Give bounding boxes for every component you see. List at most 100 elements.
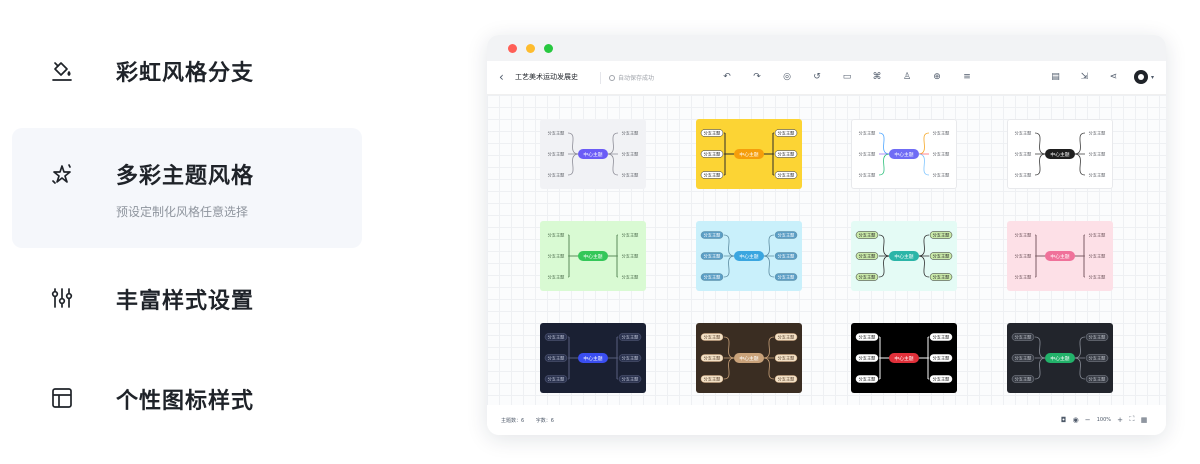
- feature-item-rainbow[interactable]: 彩虹风格分支: [12, 40, 362, 100]
- branch-node-label: 分支主题: [778, 334, 796, 341]
- branch-node-label: 分支主题: [933, 334, 951, 341]
- branch-line: [568, 337, 579, 380]
- share-icon[interactable]: ⋖: [1109, 72, 1118, 82]
- eye-icon[interactable]: ◉: [1072, 415, 1079, 424]
- branch-node-bg: [700, 129, 724, 137]
- branch-node-label: 分支主题: [1089, 151, 1107, 158]
- center-node: [578, 353, 608, 363]
- branch-node-label: 分支主题: [1015, 253, 1033, 260]
- export-icon[interactable]: ⇲: [1080, 72, 1089, 82]
- branch-node-label: 分支主题: [933, 151, 951, 158]
- branch-line: [607, 337, 618, 380]
- back-icon[interactable]: ‹: [499, 70, 504, 84]
- theme-thumbnail[interactable]: 分支主题分支主题分支主题分支主题分支主题分支主题中心主题: [696, 323, 802, 393]
- outline-icon[interactable]: ≡: [963, 72, 971, 82]
- feature-item-themes[interactable]: 多彩主题风格 预设定制化风格任意选择: [12, 128, 362, 248]
- branch-node-bg: [1011, 375, 1035, 383]
- branch-node-label: 分支主题: [778, 274, 796, 281]
- branch-node-bg: [929, 273, 953, 281]
- fit-screen-icon[interactable]: ⛶: [1129, 415, 1135, 423]
- zoom-level[interactable]: 100%: [1096, 416, 1111, 423]
- branch-node-bg: [774, 171, 798, 179]
- lock-icon[interactable]: ◘: [1060, 415, 1067, 424]
- center-node-label: 中心主题: [583, 151, 602, 158]
- theme-thumbnail[interactable]: 分支主题分支主题分支主题分支主题分支主题分支主题中心主题: [540, 119, 646, 189]
- avatar[interactable]: [1133, 70, 1148, 84]
- branch-node-label: 分支主题: [778, 355, 796, 362]
- theme-thumbnail[interactable]: 分支主题分支主题分支主题分支主题分支主题分支主题中心主题: [540, 221, 646, 291]
- branch-node-bg: [700, 171, 724, 179]
- theme-thumbnail[interactable]: 分支主题分支主题分支主题分支主题分支主题分支主题中心主题: [696, 119, 802, 189]
- relation-icon[interactable]: ↺: [813, 72, 821, 82]
- branch-node-bg: [929, 375, 953, 383]
- branch-line: [1073, 336, 1086, 359]
- branch-node-label: 分支主题: [1089, 253, 1107, 260]
- frame-icon[interactable]: ⌘: [872, 72, 882, 82]
- branch-node-bg: [1085, 354, 1109, 362]
- branch-node-label: 分支主题: [1089, 355, 1107, 362]
- topic-count: 主题数：6: [501, 418, 525, 424]
- branch-node-bg: [544, 354, 568, 362]
- branch-node-bg: [700, 333, 724, 341]
- undo-icon[interactable]: ↶: [723, 72, 731, 82]
- branch-node-bg: [618, 375, 642, 383]
- theme-thumbnail[interactable]: 分支主题分支主题分支主题分支主题分支主题分支主题中心主题: [851, 323, 957, 393]
- branch-node-bg: [774, 375, 798, 383]
- theme-thumbnail[interactable]: 分支主题分支主题分支主题分支主题分支主题分支主题中心主题: [851, 221, 957, 291]
- redo-icon[interactable]: ↷: [753, 72, 761, 82]
- style-icon[interactable]: ◎: [783, 72, 791, 82]
- branch-node-label: 分支主题: [704, 172, 722, 179]
- theme-thumbnail[interactable]: 分支主题分支主题分支主题分支主题分支主题分支主题中心主题: [851, 119, 957, 189]
- zoom-in-icon[interactable]: +: [1117, 415, 1123, 424]
- center-node: [578, 149, 608, 159]
- branch-line: [762, 255, 775, 278]
- maximize-window-button[interactable]: [544, 44, 553, 53]
- chevron-down-icon[interactable]: ▾: [1150, 73, 1154, 81]
- branch-line: [1034, 132, 1047, 155]
- theme-thumbnail[interactable]: 分支主题分支主题分支主题分支主题分支主题分支主题中心主题: [696, 221, 802, 291]
- branch-node-label: 分支主题: [778, 232, 796, 239]
- minimize-window-button[interactable]: [526, 44, 535, 53]
- structure-icon[interactable]: ♙: [902, 72, 912, 82]
- save-icon[interactable]: ▤: [1051, 72, 1060, 82]
- theme-thumbnail[interactable]: 分支主题分支主题分支主题分支主题分支主题分支主题中心主题: [1007, 119, 1113, 189]
- branch-node-label: 分支主题: [622, 355, 640, 362]
- branch-node-label: 分支主题: [548, 253, 566, 260]
- mindmap-canvas[interactable]: 分支主题分支主题分支主题分支主题分支主题分支主题中心主题分支主题分支主题分支主题…: [487, 95, 1166, 405]
- branch-node-bg: [774, 129, 798, 137]
- window-titlebar: [487, 35, 1166, 61]
- insert-icon[interactable]: ⊕: [933, 72, 941, 82]
- theme-thumbnail[interactable]: 分支主题分支主题分支主题分支主题分支主题分支主题中心主题: [540, 323, 646, 393]
- branch-line: [1034, 336, 1047, 359]
- zoom-out-icon[interactable]: −: [1084, 415, 1091, 424]
- center-node: [734, 353, 764, 363]
- branch-line: [878, 255, 891, 278]
- branch-line: [762, 234, 775, 257]
- branch-node-label: 分支主题: [1015, 274, 1033, 281]
- branch-node-label: 分支主题: [548, 130, 566, 137]
- branch-node-bg: [1085, 333, 1109, 341]
- theme-thumbnail[interactable]: 分支主题分支主题分支主题分支主题分支主题分支主题中心主题: [1007, 323, 1113, 393]
- branch-line: [763, 133, 774, 176]
- branch-node-label: 分支主题: [1089, 334, 1107, 341]
- document-title[interactable]: 工艺美术运动发展史: [515, 73, 578, 81]
- close-window-button[interactable]: [508, 44, 517, 53]
- feature-title: 个性图标样式: [116, 389, 255, 414]
- branch-node-label: 分支主题: [548, 355, 566, 362]
- branch-node-bg: [544, 333, 568, 341]
- feature-description: 预设定制化风格任意选择: [116, 205, 249, 219]
- feature-item-styles[interactable]: 丰富样式设置: [12, 268, 362, 328]
- branch-node-label: 分支主题: [778, 130, 796, 137]
- branch-node-bg: [855, 375, 879, 383]
- feature-item-icons[interactable]: 个性图标样式: [12, 368, 362, 428]
- app-window: ‹ 工艺美术运动发展史 自动保存成功 ↶↷◎↺▭⌘♙⊕≡ ▤⇲⋖ ▾ 分支主题分…: [487, 35, 1166, 435]
- branch-node-bg: [1085, 375, 1109, 383]
- word-count: 字数：6: [535, 418, 554, 424]
- theme-thumbnail[interactable]: 分支主题分支主题分支主题分支主题分支主题分支主题中心主题: [1007, 221, 1113, 291]
- branch-node-label: 分支主题: [548, 274, 566, 281]
- branch-line: [762, 357, 775, 380]
- grid-view-icon[interactable]: ▦: [1140, 415, 1148, 424]
- branch-node-label: 分支主题: [933, 355, 951, 362]
- branch-node-bg: [855, 273, 879, 281]
- summary-icon[interactable]: ▭: [842, 72, 852, 82]
